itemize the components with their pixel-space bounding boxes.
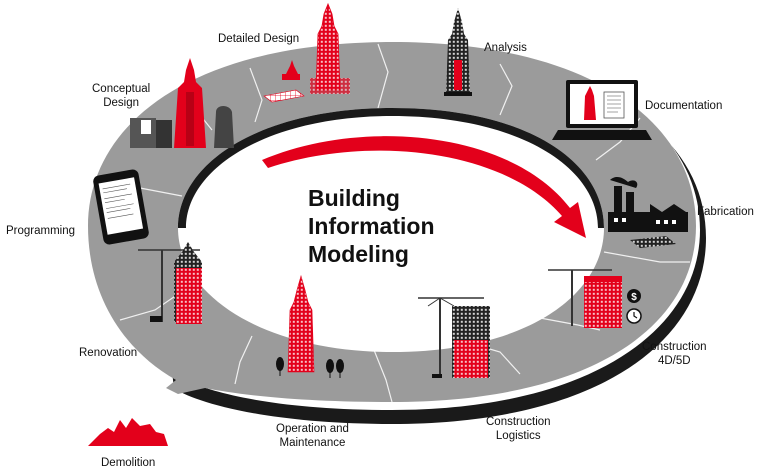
construction-4d5d-illustration: $ bbox=[548, 269, 642, 328]
demolition-illustration bbox=[88, 418, 168, 446]
diagram-title: Building Information Modeling bbox=[308, 184, 435, 268]
renovation-illustration bbox=[138, 242, 202, 324]
dollar-symbol: $ bbox=[631, 292, 637, 303]
title-line-1: Building bbox=[308, 185, 400, 211]
label-construction-logistics: Construction Logistics bbox=[486, 416, 551, 442]
title-line-2: Information bbox=[308, 213, 435, 239]
dollar-icon bbox=[627, 289, 641, 303]
label-fabrication: Fabrication bbox=[697, 206, 754, 218]
label-documentation: Documentation bbox=[645, 100, 723, 112]
conceptual-design-illustration bbox=[130, 58, 234, 148]
title-line-3: Modeling bbox=[308, 241, 409, 267]
programming-illustration bbox=[93, 169, 149, 245]
analysis-illustration bbox=[444, 8, 472, 96]
label-construction-4d5d: Construction 4D/5D bbox=[642, 341, 707, 367]
cycle-arrow bbox=[262, 136, 586, 238]
detailed-design-illustration bbox=[263, 2, 350, 103]
label-programming: Programming bbox=[6, 225, 76, 237]
label-operation-maintenance: Operation and Maintenance bbox=[276, 423, 349, 449]
label-renovation: Renovation bbox=[79, 347, 138, 359]
construction-logistics-illustration bbox=[418, 297, 490, 378]
label-conceptual-design: Conceptual Design bbox=[92, 83, 151, 109]
ring-top bbox=[88, 42, 696, 402]
fabrication-illustration bbox=[608, 176, 688, 248]
label-demolition: Demolition bbox=[101, 457, 156, 469]
label-analysis: Analysis bbox=[484, 42, 527, 54]
documentation-illustration bbox=[552, 80, 652, 140]
label-detailed-design: Detailed Design bbox=[218, 33, 300, 45]
operation-maintenance-illustration bbox=[276, 274, 344, 378]
